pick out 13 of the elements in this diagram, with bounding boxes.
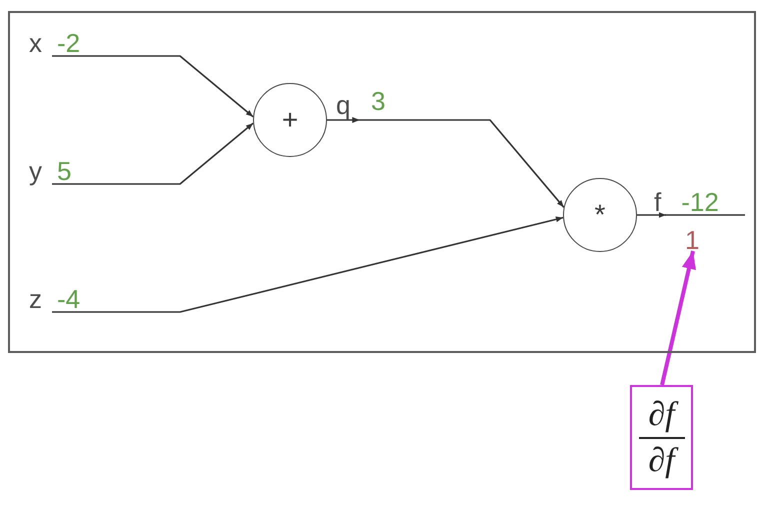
input-value: -4: [57, 286, 80, 312]
variable-name: y: [29, 158, 42, 184]
input-value: 5: [57, 158, 72, 184]
gradient-value: 1: [685, 229, 700, 251]
edge-label: q: [336, 93, 350, 117]
value-label: 3: [371, 88, 386, 114]
variable-name: x: [29, 30, 42, 56]
variable-name: z: [29, 286, 42, 312]
variable-name: f: [654, 189, 662, 215]
output-value: -12: [681, 189, 719, 215]
fraction-box: [630, 385, 693, 490]
graph-frame: [8, 11, 756, 353]
input-value: -2: [57, 30, 80, 56]
